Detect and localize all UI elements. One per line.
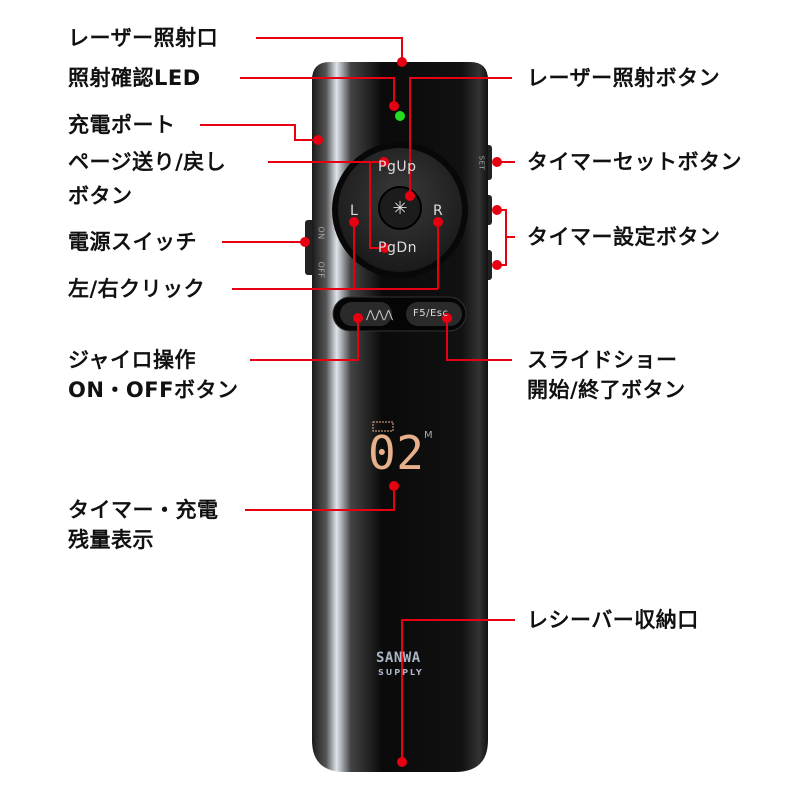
label-page-button-1: ページ送り/戻し: [68, 150, 227, 174]
f5-esc-label: F5/Esc: [413, 308, 449, 319]
label-timer-display-2: 残量表示: [68, 528, 154, 552]
timer-unit: M: [424, 430, 434, 441]
left-click-label: L: [350, 203, 359, 219]
logo-sanwa: SANWA: [376, 650, 421, 666]
label-charge-port: 充電ポート: [68, 113, 176, 137]
label-slideshow-1: スライドショー: [527, 348, 678, 372]
set-label: SET: [477, 155, 486, 171]
pgdn-label: PgDn: [378, 240, 417, 256]
label-timer-adjust: タイマー設定ボタン: [527, 225, 721, 249]
label-led: 照射確認LED: [68, 66, 201, 90]
label-slideshow-2: 開始/終了ボタン: [527, 378, 686, 402]
label-gyro-2: ON・OFFボタン: [68, 378, 239, 402]
label-page-button-2: ボタン: [68, 184, 133, 208]
label-laser-button: レーザー照射ボタン: [527, 66, 721, 90]
battery-icon: [372, 421, 394, 432]
label-laser-port: レーザー照射口: [68, 26, 219, 50]
label-timer-set: タイマーセットボタン: [527, 150, 742, 174]
label-power-switch: 電源スイッチ: [68, 230, 197, 254]
led-indicator: [395, 111, 405, 121]
gyro-button[interactable]: [340, 302, 392, 326]
label-click: 左/右クリック: [68, 277, 206, 301]
timer-display: 02: [368, 426, 425, 480]
switch-on-label: ON: [316, 226, 326, 240]
label-receiver: レシーバー収納口: [527, 608, 699, 632]
label-gyro-1: ジャイロ操作: [68, 348, 196, 372]
label-timer-display-1: タイマー・充電: [68, 498, 219, 522]
gyro-icon: ⋀⋀⋀: [365, 308, 394, 321]
callout-dots: [300, 57, 502, 767]
right-click-label: R: [433, 203, 444, 219]
switch-off-label: OFF: [316, 261, 326, 279]
laser-star-icon: ✳: [392, 198, 407, 219]
pgup-label: PgUp: [378, 159, 417, 175]
logo-supply: SUPPLY: [378, 668, 424, 677]
